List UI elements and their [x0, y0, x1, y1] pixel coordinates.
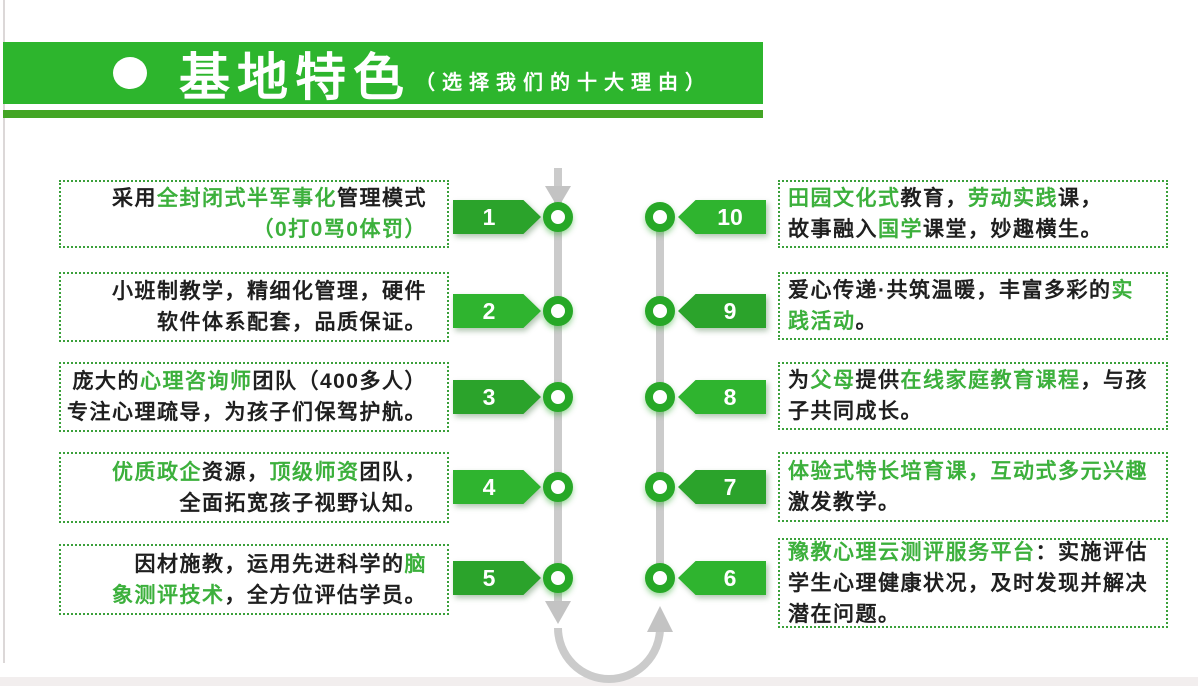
- badge-number-label: 2: [453, 294, 541, 328]
- feature-text-line: 体验式特长培育课，互动式多元兴趣: [788, 460, 1148, 483]
- badge-number-label: 10: [678, 200, 766, 234]
- number-badge-3: 3: [453, 380, 541, 414]
- feature-text-line: 全面拓宽孩子视野认知。: [179, 491, 427, 515]
- page-title: 基地特色: [179, 49, 412, 106]
- feature-text-line: 为父母提供在线家庭教育课程，与孩: [788, 369, 1148, 392]
- timeline-dot: [543, 202, 573, 232]
- badge-number-label: 4: [453, 470, 541, 504]
- down-arrow-icon-bottom: [545, 601, 571, 624]
- feature-text-line: 故事融入国学课堂，妙趣横生。: [788, 218, 1103, 241]
- u-turn-curve: [554, 627, 664, 683]
- number-badge-4: 4: [453, 470, 541, 504]
- feature-text-line: 庞大的心理咨询师团队（400多人）: [72, 370, 427, 393]
- feature-box-5: 因材施教，运用先进科学的脑象测评技术，全方位评估学员。: [59, 544, 449, 615]
- timeline-dot: [543, 382, 573, 412]
- page-left-border: [3, 0, 5, 663]
- timeline-dot: [543, 563, 573, 593]
- badge-number-label: 3: [453, 380, 541, 414]
- number-badge-2: 2: [453, 294, 541, 328]
- badge-number-label: 9: [678, 294, 766, 328]
- number-badge-8: 8: [678, 380, 766, 414]
- number-badge-1: 1: [453, 200, 541, 234]
- badge-number-label: 1: [453, 200, 541, 234]
- up-arrow-icon: [647, 606, 673, 632]
- feature-text-line: 潜在问题。: [788, 602, 901, 626]
- badge-number-label: 8: [678, 380, 766, 414]
- feature-box-6: 豫教心理云测评服务平台：实施评估学生心理健康状况，及时发现并解决潜在问题。: [778, 538, 1168, 628]
- feature-text-line: 子共同成长。: [788, 400, 923, 423]
- bullet-circle-icon: [113, 57, 147, 89]
- timeline-dot: [543, 296, 573, 326]
- feature-text-line: 学生心理健康状况，及时发现并解决: [788, 571, 1148, 595]
- page-subtitle: （选择我们的十大理由）: [415, 71, 713, 94]
- timeline-dot: [645, 382, 675, 412]
- feature-box-8: 为父母提供在线家庭教育课程，与孩子共同成长。: [778, 362, 1168, 430]
- number-badge-9: 9: [678, 294, 766, 328]
- feature-text-line: 专注心理疏导，为孩子们保驾护航。: [67, 401, 427, 424]
- feature-text-line: 激发教学。: [788, 491, 901, 514]
- feature-box-7: 体验式特长培育课，互动式多元兴趣激发教学。: [778, 452, 1168, 522]
- feature-box-9: 爱心传递·共筑温暖，丰富多彩的实践活动。: [778, 272, 1168, 340]
- feature-text-line: 采用全封闭式半军事化管理模式: [112, 187, 427, 210]
- feature-text-line: 象测评技术，全方位评估学员。: [112, 583, 427, 607]
- feature-text-line: 因材施教，运用先进科学的脑: [134, 552, 427, 576]
- badge-number-label: 5: [453, 561, 541, 595]
- timeline-dot: [645, 563, 675, 593]
- badge-number-label: 6: [678, 561, 766, 595]
- page-bottom-border: [0, 677, 1198, 686]
- feature-box-1: 采用全封闭式半军事化管理模式 （0打0骂0体罚）: [59, 180, 449, 248]
- feature-text-line: 优质政企资源，顶级师资团队，: [112, 460, 427, 484]
- timeline-dot: [543, 472, 573, 502]
- feature-box-4: 优质政企资源，顶级师资团队， 全面拓宽孩子视野认知。: [59, 452, 449, 523]
- feature-text-line: 爱心传递·共筑温暖，丰富多彩的实: [788, 279, 1134, 302]
- number-badge-10: 10: [678, 200, 766, 234]
- feature-text-line: 践活动。: [788, 310, 878, 333]
- feature-text-line: （0打0骂0体罚）: [252, 218, 427, 241]
- feature-text-line: 豫教心理云测评服务平台：实施评估: [788, 540, 1148, 564]
- number-badge-6: 6: [678, 561, 766, 595]
- number-badge-5: 5: [453, 561, 541, 595]
- badge-number-label: 7: [678, 470, 766, 504]
- header-underline: [3, 110, 763, 118]
- feature-text-line: 小班制教学，精细化管理，硬件: [112, 280, 427, 303]
- timeline-dot: [645, 472, 675, 502]
- number-badge-7: 7: [678, 470, 766, 504]
- timeline-dot: [645, 296, 675, 326]
- feature-text-line: 软件体系配套，品质保证。: [157, 311, 427, 334]
- feature-text-line: 田园文化式教育，劳动实践课，: [788, 187, 1103, 210]
- timeline-dot: [645, 202, 675, 232]
- feature-box-10: 田园文化式教育，劳动实践课， 故事融入国学课堂，妙趣横生。: [778, 180, 1168, 248]
- header-banner: 基地特色 （选择我们的十大理由）: [3, 42, 763, 106]
- feature-box-2: 小班制教学，精细化管理，硬件软件体系配套，品质保证。: [59, 272, 449, 342]
- feature-box-3: 庞大的心理咨询师团队（400多人） 专注心理疏导，为孩子们保驾护航。: [59, 362, 449, 432]
